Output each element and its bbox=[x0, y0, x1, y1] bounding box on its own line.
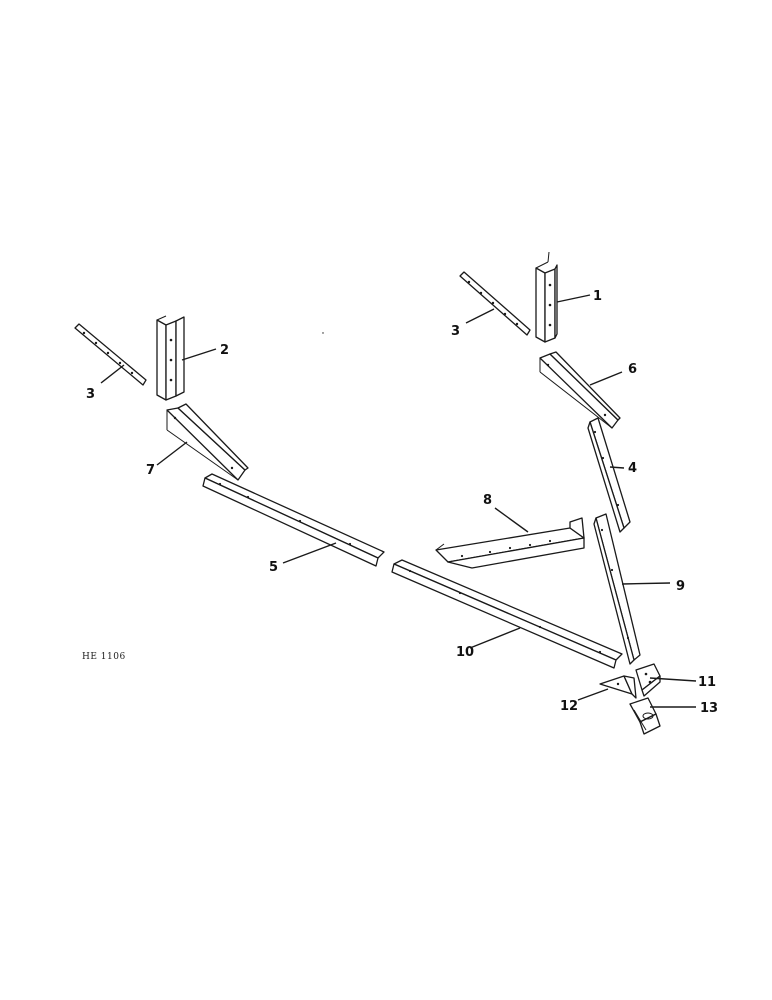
callout-4: 4 bbox=[628, 461, 637, 476]
part-3-right-strap bbox=[459, 271, 531, 336]
part-1-right-upright-channel bbox=[535, 251, 558, 343]
callout-12: 12 bbox=[560, 699, 578, 714]
leader-lines bbox=[100, 294, 697, 708]
callout-7: 7 bbox=[146, 463, 155, 478]
callout-3-right: 3 bbox=[451, 324, 460, 339]
part-4-right-side-angle bbox=[587, 417, 631, 533]
callout-5: 5 bbox=[269, 560, 278, 575]
part-9-lower-right-angle bbox=[593, 513, 641, 665]
part-2-left-upright-channel bbox=[156, 315, 185, 401]
part-6-right-brace bbox=[539, 351, 621, 429]
part-13-clamp bbox=[629, 697, 661, 735]
part-8-cross-angle bbox=[435, 517, 585, 569]
part-3-left-strap bbox=[74, 323, 147, 386]
callout-11: 11 bbox=[698, 675, 716, 690]
part-12-gusset bbox=[599, 675, 637, 699]
callout-9: 9 bbox=[676, 579, 685, 594]
part-5-left-long-angle bbox=[202, 473, 385, 567]
part-10-right-long-angle bbox=[391, 559, 623, 669]
callout-2: 2 bbox=[220, 343, 229, 358]
callout-3-left: 3 bbox=[86, 387, 95, 402]
callout-13: 13 bbox=[700, 701, 718, 716]
speck bbox=[322, 332, 324, 334]
part-11-plate bbox=[635, 663, 661, 697]
callout-10: 10 bbox=[456, 645, 474, 660]
figure-code: HE 1106 bbox=[82, 652, 126, 662]
callout-1: 1 bbox=[593, 289, 602, 304]
part-7-left-brace bbox=[166, 403, 249, 481]
callout-6: 6 bbox=[628, 362, 637, 377]
callout-8: 8 bbox=[483, 493, 492, 508]
